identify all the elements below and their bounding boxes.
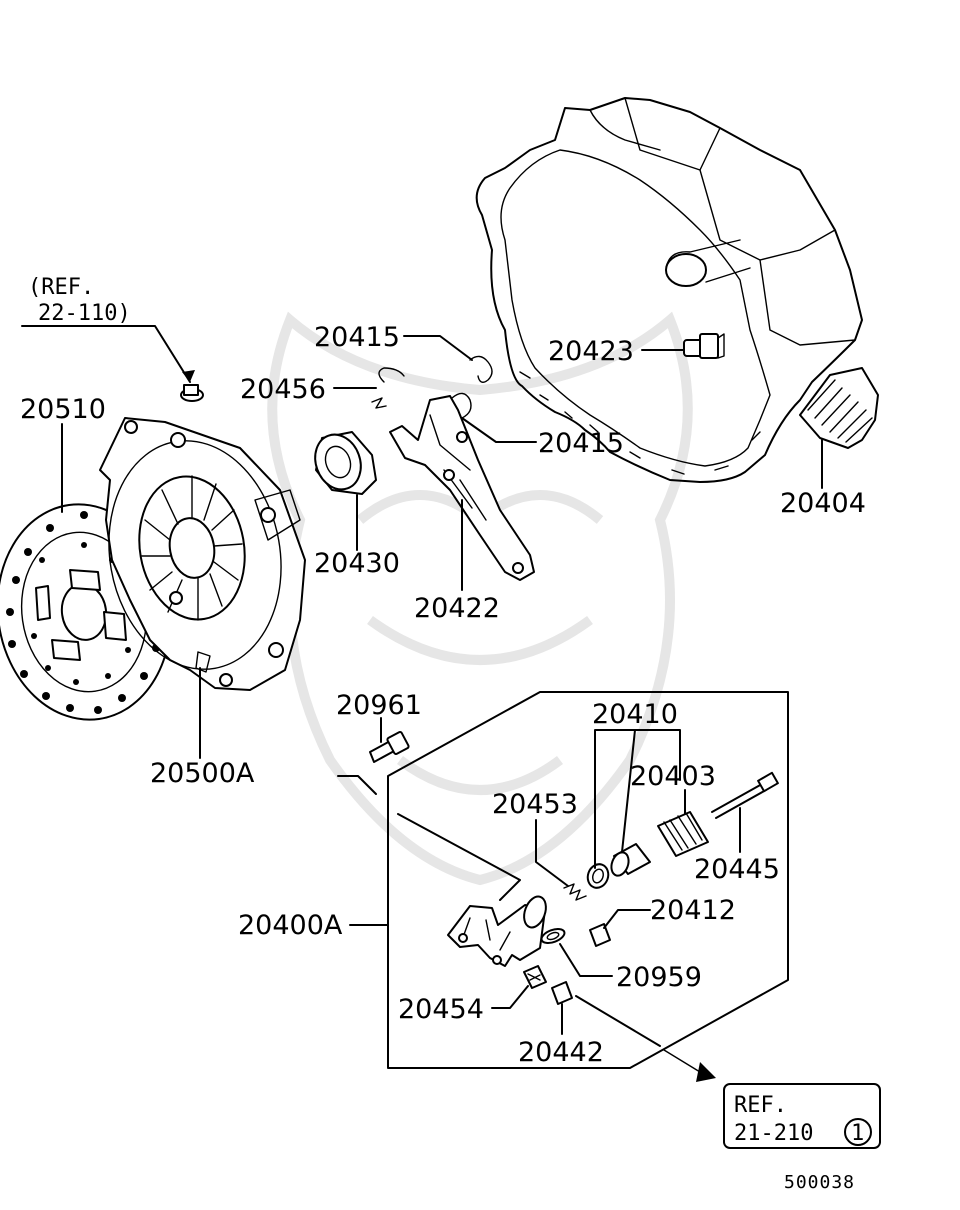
bolt-20423 [683,333,725,359]
bleeder-20454 [523,965,547,989]
label-20410: 20410 [592,699,678,730]
release-bearing-20430 [314,431,377,495]
ref-21-210-box: REF. 21-210 1 [723,1083,881,1149]
cap-20412 [589,923,611,947]
label-20500A: 20500A [150,758,255,789]
label-20454: 20454 [398,994,484,1025]
label-20456: 20456 [240,374,326,405]
label-20961: 20961 [336,690,422,721]
label-20453: 20453 [492,789,578,820]
label-20510: 20510 [20,394,106,425]
cap-20442 [551,981,573,1005]
label-20422: 20422 [414,593,500,624]
bell-housing [475,97,863,483]
svg-text:(REF.: (REF. [28,275,94,300]
pressure-plate-20500A [99,417,306,691]
clip-20456 [371,367,405,409]
ref-22-110: (REF. 22-110) [28,275,131,326]
label-20403: 20403 [630,761,716,792]
label-20430: 20430 [314,548,400,579]
spring-20415-right [451,392,472,419]
label-20412: 20412 [650,895,736,926]
piston-20410 [586,843,651,889]
svg-text:REF.: REF. [734,1093,787,1118]
svg-text:21-210: 21-210 [734,1121,813,1146]
label-20423: 20423 [548,336,634,367]
boot-20404 [799,367,879,449]
bolt-20961 [369,731,410,763]
boot-20403 [657,811,709,857]
label-20404: 20404 [780,488,866,519]
label-20415-top: 20415 [314,322,400,353]
diagram-id: 500038 [784,1172,855,1193]
slave-cylinder-20400A [447,895,547,967]
svg-text:1: 1 [851,1121,864,1146]
label-20959: 20959 [616,962,702,993]
ref-screw [180,384,204,402]
svg-text:22-110): 22-110) [38,301,131,326]
spring-20415-top [469,355,493,383]
assembly-frame-20400A [337,691,789,1082]
release-fork-20422 [389,395,535,581]
leader-lines [21,325,823,1035]
arrow-icon [696,1062,716,1082]
label-20442: 20442 [518,1037,604,1068]
label-20445: 20445 [694,854,780,885]
label-20415-right: 20415 [538,428,624,459]
push-rod-20445 [711,771,779,819]
seal-20959 [540,928,566,944]
spring-20453 [563,883,587,901]
circled-number-icon [844,1118,872,1146]
label-20400A: 20400A [238,910,343,941]
